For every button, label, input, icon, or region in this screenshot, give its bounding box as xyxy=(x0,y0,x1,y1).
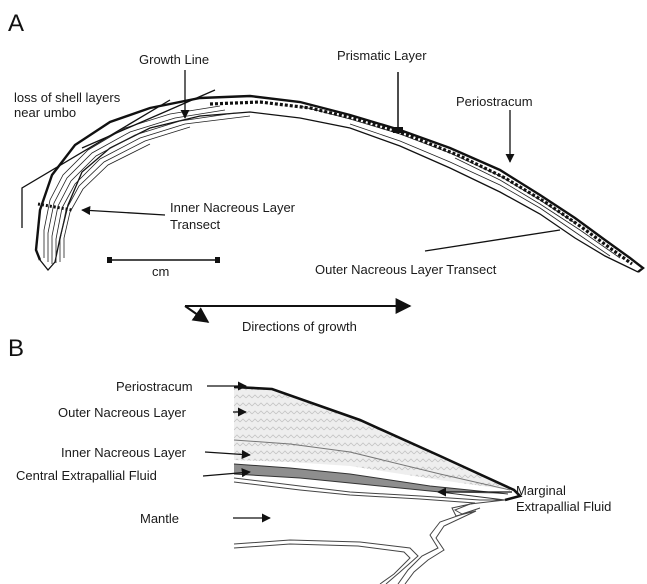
loss-label-line1: loss of shell layers xyxy=(14,90,120,105)
scale-bar xyxy=(107,257,220,263)
growth-layer-lines xyxy=(44,106,620,264)
growth-arrow-down xyxy=(185,306,208,322)
growth-line-label: Growth Line xyxy=(139,52,209,67)
inner-nacreous-label: Inner Nacreous Layer xyxy=(61,445,186,460)
shell-outer-edge xyxy=(36,96,643,272)
prismatic-layer-line xyxy=(210,102,632,264)
marginal-label-line1: Marginal xyxy=(516,483,566,498)
panel-b-letter: B xyxy=(8,335,24,363)
periostracum-label: Periostracum xyxy=(456,94,533,109)
scale-label: cm xyxy=(152,264,169,279)
central-fluid-label: Central Extrapallial Fluid xyxy=(16,468,157,483)
prismatic-layer-label: Prismatic Layer xyxy=(337,48,427,63)
outer-transect-label: Outer Nacreous Layer Transect xyxy=(315,262,496,277)
outer-nacreous-label: Outer Nacreous Layer xyxy=(58,405,186,420)
panel-a-letter: A xyxy=(8,10,24,38)
periostracum-b-label: Periostracum xyxy=(116,379,193,394)
shell-inner-edge xyxy=(40,112,638,272)
margin-detail xyxy=(234,387,520,584)
mantle-label: Mantle xyxy=(140,511,179,526)
inner-transect-arrow xyxy=(82,210,165,215)
inner-transect-label-line1: Inner Nacreous Layer xyxy=(170,200,295,215)
outer-transect-pointer xyxy=(425,230,560,251)
marginal-label-line2: Extrapallial Fluid xyxy=(516,499,611,514)
inner-transect-label-line2: Transect xyxy=(170,217,220,232)
mantle-outline xyxy=(234,478,505,584)
shell-cross-section xyxy=(36,96,643,272)
mantle-lower-edge xyxy=(234,540,418,584)
loss-label-line2: near umbo xyxy=(14,105,76,120)
growth-direction-label: Directions of growth xyxy=(242,319,357,334)
